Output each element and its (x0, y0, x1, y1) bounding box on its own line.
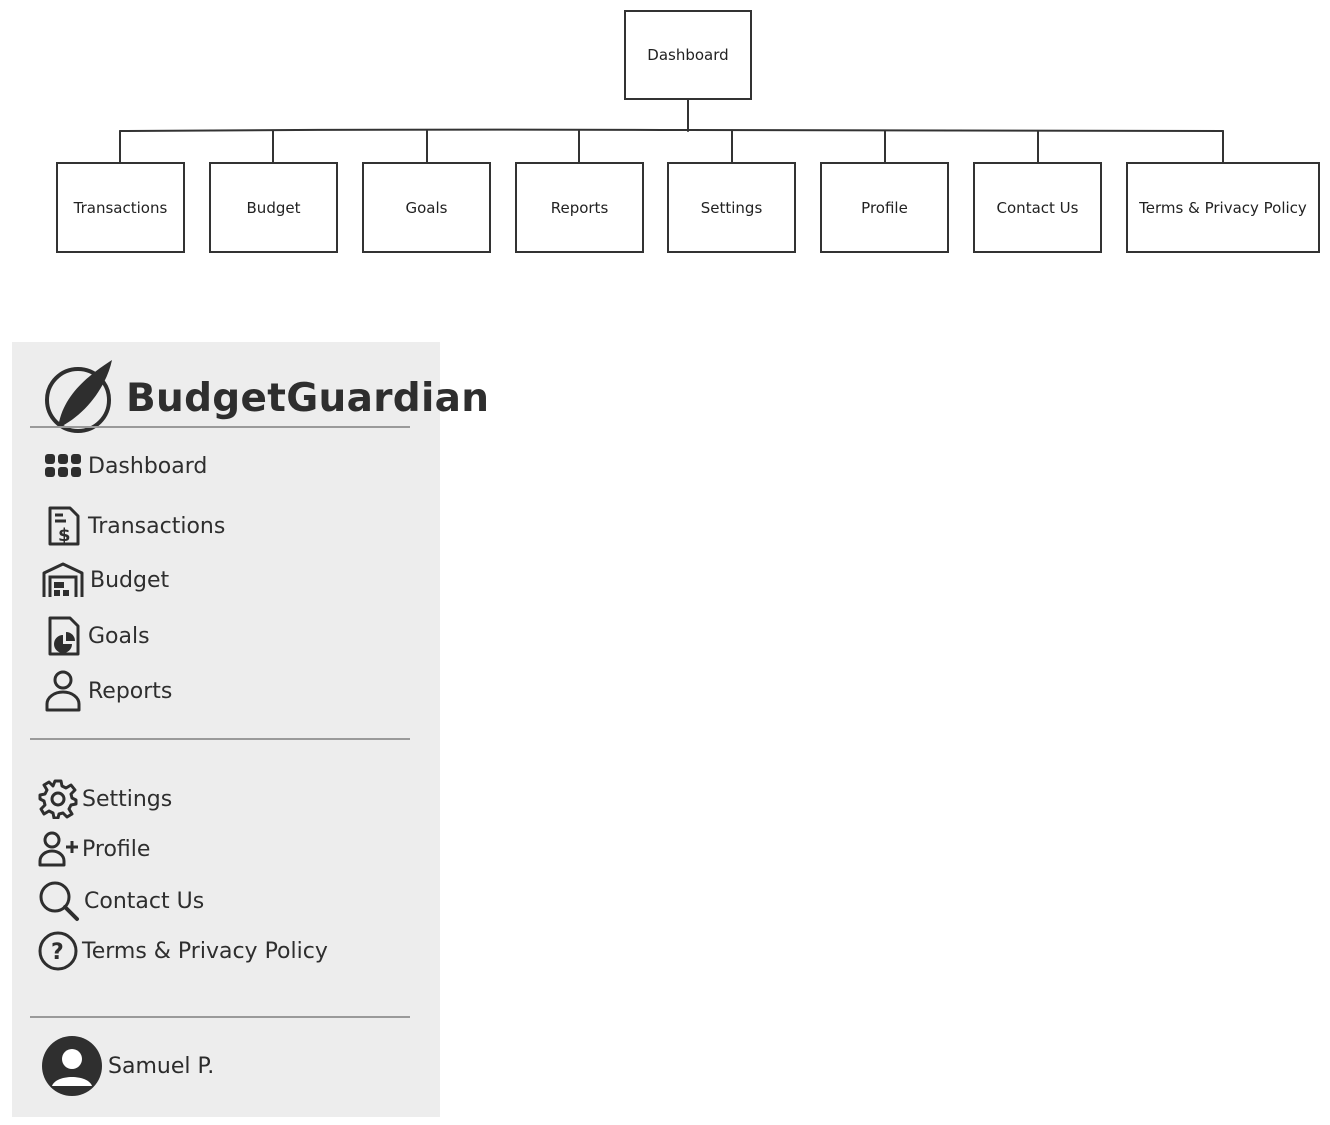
sidebar-item-settings[interactable]: Settings (38, 779, 172, 819)
receipt-dollar-icon: $ (44, 505, 82, 547)
sidebar-item-terms-privacy[interactable]: ? Terms & Privacy Policy (38, 930, 328, 972)
divider (30, 426, 410, 428)
sidebar-item-label: Settings (82, 786, 173, 812)
sidebar-item-label: Transactions (88, 513, 226, 539)
sidebar-item-contact-us[interactable]: Contact Us (38, 880, 204, 922)
gear-icon (38, 779, 78, 819)
sidebar-item-label: Budget (90, 567, 170, 593)
sidebar-item-label: Dashboard (88, 453, 208, 479)
sitemap-node-contact-us: Contact Us (973, 162, 1102, 253)
sitemap-node-reports: Reports (515, 162, 644, 253)
brand-name: BudgetGuardian (126, 375, 490, 421)
sidebar-item-goals[interactable]: Goals (44, 615, 150, 657)
sidebar-item-dashboard[interactable]: Dashboard (44, 452, 207, 480)
warehouse-icon (42, 561, 84, 599)
sitemap-node-profile: Profile (820, 162, 949, 253)
sidebar-item-label: Contact Us (84, 888, 205, 914)
sitemap-node-settings: Settings (667, 162, 796, 253)
sitemap-connectors (119, 99, 1224, 163)
pie-document-icon (44, 615, 82, 657)
sidebar-item-label: Terms & Privacy Policy (82, 938, 328, 964)
sidebar-item-budget[interactable]: Budget (42, 561, 169, 599)
sitemap-node-transactions: Transactions (56, 162, 185, 253)
sidebar-item-label: Reports (88, 678, 173, 704)
sitemap-node-goals: Goals (362, 162, 491, 253)
horizontal-bus-line (119, 128, 1224, 132)
grid-icon (44, 452, 82, 480)
sitemap-node-terms-privacy: Terms & Privacy Policy (1126, 162, 1320, 253)
sitemap-node-budget: Budget (209, 162, 338, 253)
user-icon (44, 670, 82, 712)
sidebar-item-label: Goals (88, 623, 150, 649)
sidebar-item-reports[interactable]: Reports (44, 670, 172, 712)
avatar (42, 1036, 102, 1096)
svg-text:$: $ (58, 525, 71, 546)
sidebar-item-transactions[interactable]: $ Transactions (44, 505, 225, 547)
search-icon (38, 880, 80, 922)
sitemap-diagram: Dashboard Transactions Budget Goals Repo… (0, 0, 1330, 270)
brand[interactable]: BudgetGuardian (44, 360, 489, 436)
sitemap-node-dashboard: Dashboard (624, 10, 752, 100)
compass-logo-icon (44, 358, 114, 438)
svg-text:?: ? (51, 940, 64, 965)
help-circle-icon: ? (38, 930, 80, 972)
divider (30, 1016, 410, 1018)
divider (30, 738, 410, 740)
user-profile[interactable]: Samuel P. (42, 1036, 214, 1096)
sidebar-item-profile[interactable]: Profile (38, 831, 150, 867)
user-add-icon (38, 831, 80, 867)
sidebar: BudgetGuardian Dashboard $ Transactions (12, 342, 489, 1117)
user-name: Samuel P. (108, 1053, 215, 1079)
sidebar-item-label: Profile (82, 836, 151, 862)
user-silhouette-icon (52, 1049, 92, 1086)
